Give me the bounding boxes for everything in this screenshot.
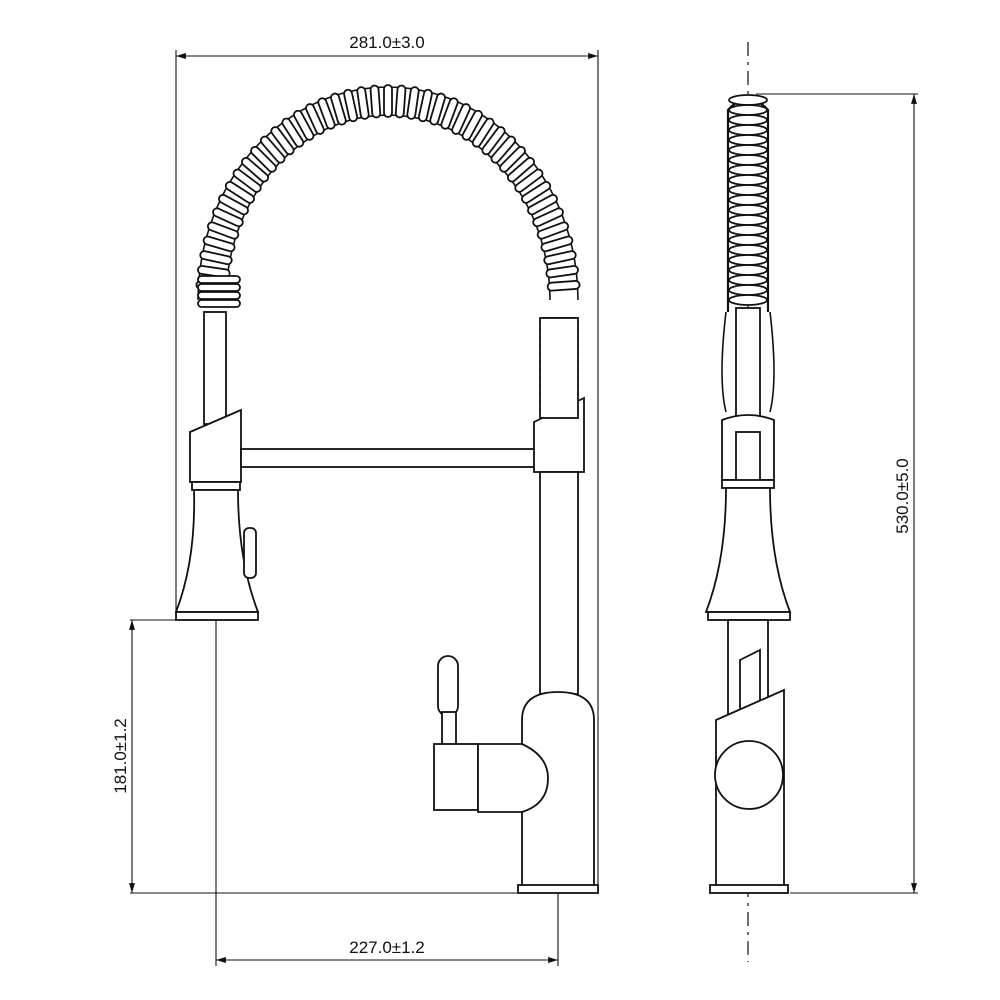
overall-height-label: 530.0±5.0	[893, 458, 912, 534]
coil-ring	[218, 193, 249, 216]
coil-ring	[317, 97, 336, 130]
side-view: 530.0±5.0	[704, 42, 918, 962]
coil-ring	[406, 86, 420, 120]
side-coil-ring	[728, 174, 768, 186]
side-coil-ring	[728, 94, 768, 106]
side-coil-ring	[728, 164, 768, 176]
coil-ring	[507, 156, 535, 183]
side-coil-ring	[728, 204, 768, 216]
coil-ring	[417, 88, 433, 123]
coil-ring	[212, 207, 244, 228]
coil-ring	[197, 283, 241, 292]
coil-ring	[545, 265, 579, 279]
coil-ring	[543, 250, 577, 266]
side-coil-ring	[728, 144, 768, 156]
dimension-reach: 227.0±1.2	[215, 620, 559, 966]
side-coil-ring	[728, 224, 768, 236]
overall-width-label: 281.0±3.0	[349, 33, 425, 52]
coil-ring	[197, 275, 241, 284]
side-body	[709, 619, 789, 894]
coil-ring	[199, 250, 233, 266]
coil-ring	[369, 84, 382, 119]
coil-ring	[481, 126, 506, 156]
coil-ring	[330, 92, 347, 126]
left-holder	[189, 408, 242, 483]
coil-ring	[394, 84, 407, 119]
coil-ring	[356, 86, 370, 120]
coil-ring	[499, 145, 526, 173]
faucet-body	[517, 471, 599, 894]
side-coil-ring	[728, 294, 768, 306]
coil-ring	[250, 145, 277, 173]
coil-ring	[270, 126, 295, 156]
front-view: 281.0±3.0 181.0±1.2 227.0±1.2	[111, 33, 599, 966]
coil-ring	[383, 84, 393, 118]
side-coil-ring	[728, 104, 768, 116]
spring-coil-side	[721, 94, 775, 413]
sprayer-head	[174, 481, 260, 621]
side-coil-ring	[728, 254, 768, 266]
coil-ring	[343, 88, 359, 123]
dimension-spout-height: 181.0±1.2	[111, 619, 598, 894]
coil-ring	[490, 135, 517, 164]
coil-ring	[527, 193, 558, 216]
coil-ring	[471, 117, 495, 148]
side-coil-ring	[728, 234, 768, 246]
side-coil-ring	[728, 124, 768, 136]
coil-ring	[241, 156, 269, 183]
coil-ring	[305, 103, 325, 135]
coil-ring	[293, 109, 315, 141]
coil-ring	[281, 117, 305, 148]
side-sprayer-head	[704, 479, 792, 621]
coil-ring	[532, 207, 564, 228]
coil-ring	[536, 221, 570, 240]
coil-ring	[224, 181, 255, 204]
side-holder	[721, 414, 775, 483]
coil-ring	[197, 291, 241, 300]
coil-ring	[232, 168, 262, 193]
coil-ring	[202, 235, 236, 253]
side-coil-ring	[728, 194, 768, 206]
support-arm	[240, 448, 536, 468]
coil-ring	[197, 299, 241, 308]
spring-coil-front	[195, 84, 581, 414]
side-coil-loose	[721, 311, 775, 413]
coil-ring	[259, 135, 286, 164]
coil-ring	[461, 109, 483, 141]
coil-ring	[546, 280, 581, 292]
spout-height-label: 181.0±1.2	[111, 718, 130, 794]
coil-ring	[206, 221, 240, 240]
coil-ring	[451, 103, 471, 135]
side-coil-ring	[728, 214, 768, 226]
side-coil-ring	[728, 184, 768, 196]
coil-outline-inner	[225, 114, 551, 301]
coil-ring	[440, 97, 459, 130]
side-coil-ring	[728, 264, 768, 276]
coil-ring	[521, 181, 552, 204]
side-coil-ring	[728, 244, 768, 256]
right-coil-straight	[539, 317, 579, 419]
side-coil-ring	[728, 134, 768, 146]
left-pipe	[203, 311, 227, 425]
lever-handle	[433, 655, 549, 813]
coil-ring	[514, 168, 544, 193]
dimension-overall-width: 281.0±3.0	[175, 33, 599, 888]
side-coil-ring	[728, 284, 768, 296]
coil-ring	[429, 92, 446, 126]
side-coil-ring	[728, 274, 768, 286]
dimension-overall-height: 530.0±5.0	[756, 93, 918, 894]
reach-label: 227.0±1.2	[349, 938, 425, 957]
side-coil-ring	[728, 154, 768, 166]
side-coil-ring	[728, 114, 768, 126]
